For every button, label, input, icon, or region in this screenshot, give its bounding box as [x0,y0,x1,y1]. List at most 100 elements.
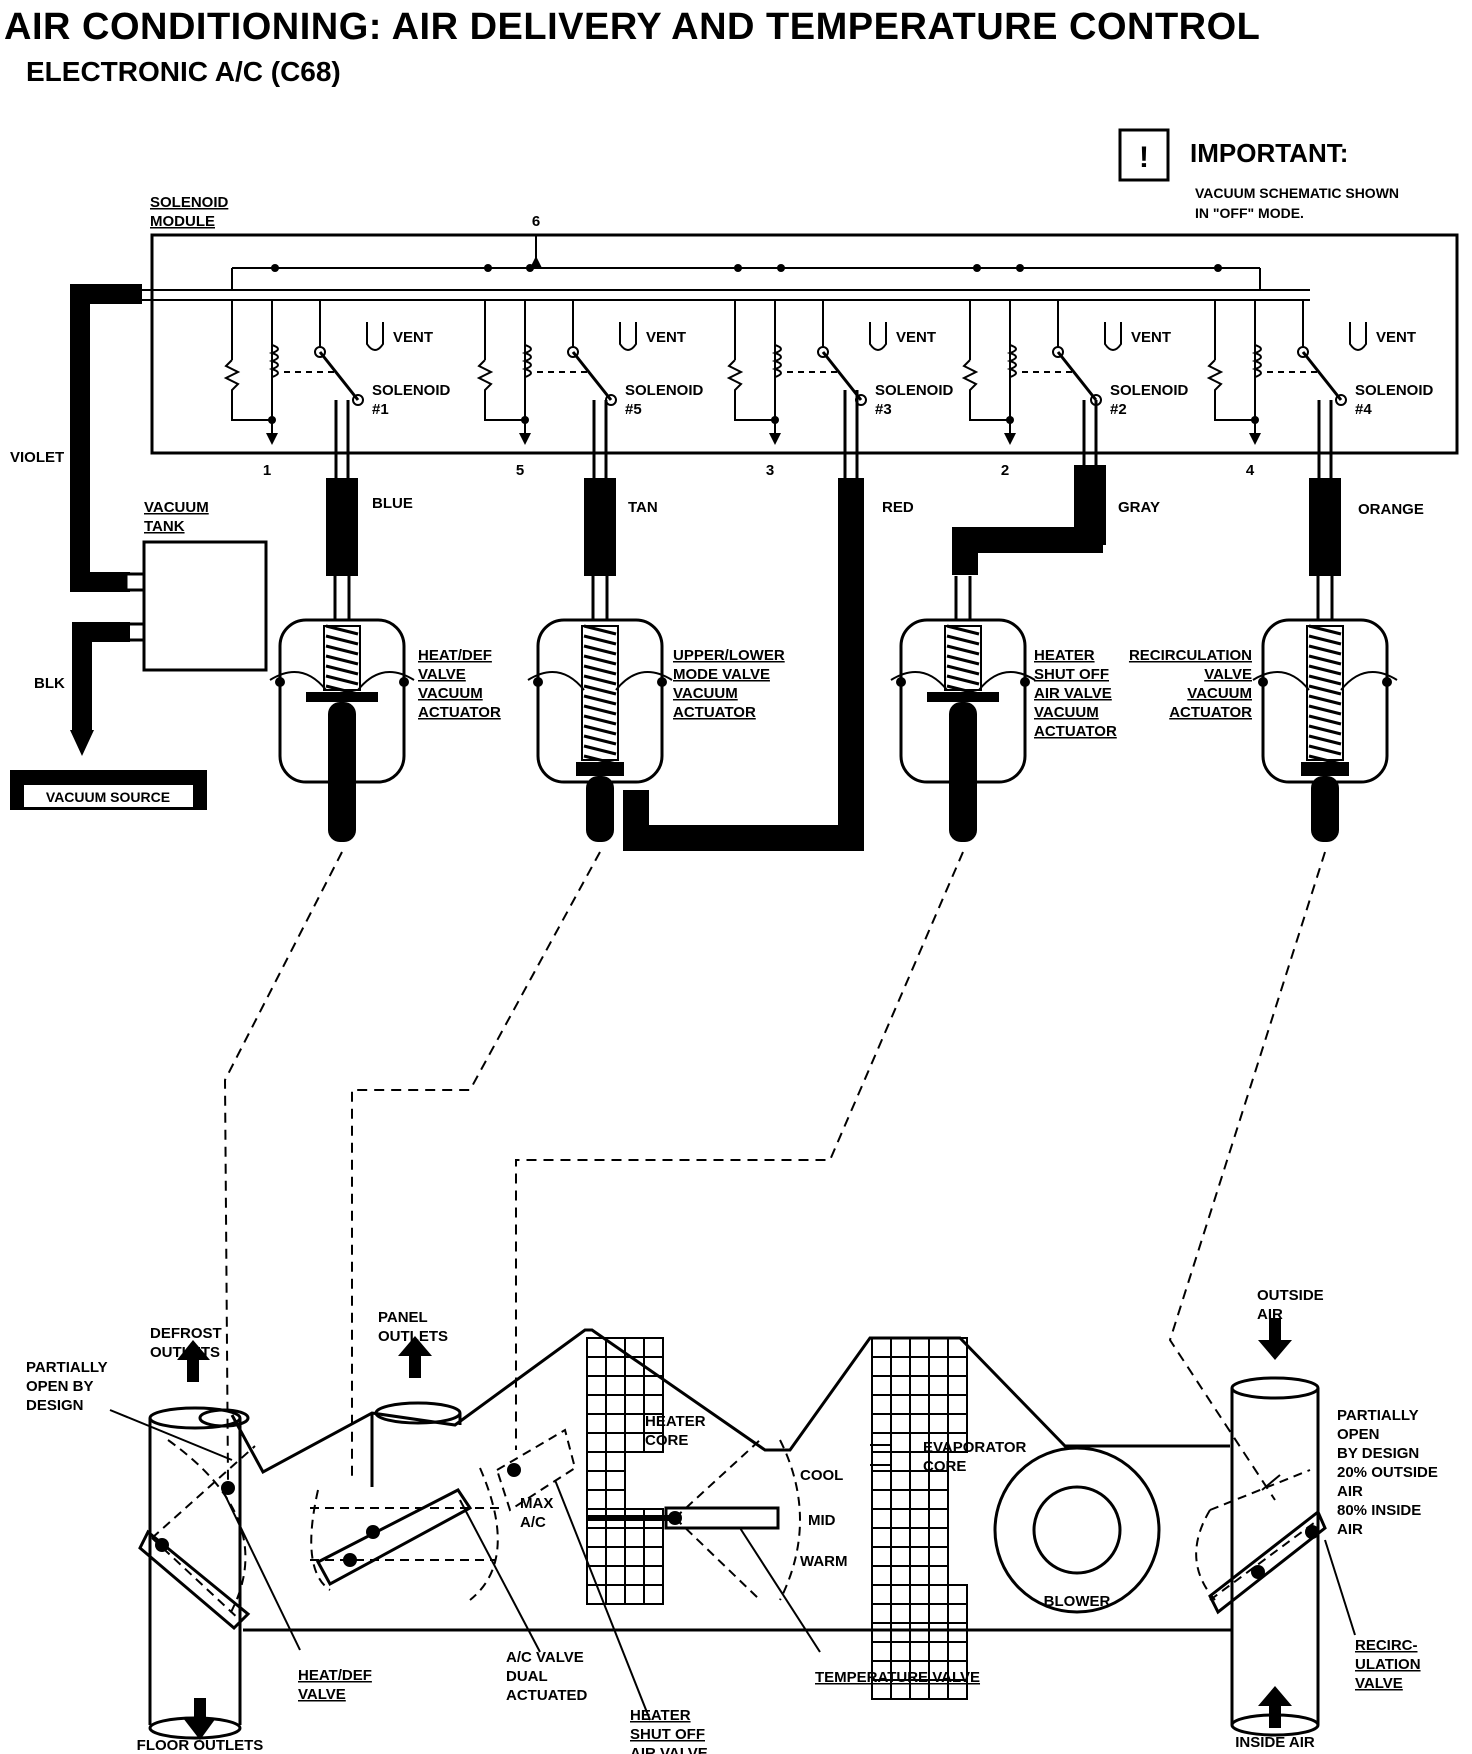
red-hose [623,390,864,851]
inside-air-label: INSIDE AIR [1235,1734,1315,1751]
ac-valve-label-2: DUAL [506,1668,548,1685]
partially-open-right-label-5: AIR [1337,1483,1363,1500]
heat-def-valve-label-2: VALVE [298,1686,346,1703]
page-title: AIR CONDITIONING: AIR DELIVERY AND TEMPE… [4,6,1261,48]
solenoid-2: VENT SOLENOID #5 5 [476,300,704,479]
inside-air-arrow-icon [1258,1686,1292,1706]
solenoid-number-2: #5 [625,401,642,418]
partially-open-right-label-2: OPEN [1337,1426,1380,1443]
outside-air-label-2: AIR [1257,1306,1283,1323]
solenoid-number-3: #3 [875,401,892,418]
vacuum-source-label: VACUUM SOURCE [46,789,170,805]
leader-lines [109,1409,1356,1721]
important-icon-glyph: ! [1139,141,1149,174]
vacuum-hoses: BLUE TAN GRAY ORANGE RED [326,400,1424,576]
upper-lower-actuator-label-1: UPPER/LOWER [673,647,785,664]
cool-label: COOL [800,1467,843,1484]
air-flow-arrows [177,1318,1292,1740]
upper-lower-actuator-label-2: MODE VALVE [673,666,770,683]
defrost-outlets-label-1: DEFROST [150,1325,222,1342]
evaporator-core-label-2: CORE [923,1458,966,1475]
recirculation-actuator-label-3: VACUUM [1187,685,1252,702]
blower-label: BLOWER [1044,1593,1111,1610]
port-label-2: 5 [516,462,524,479]
port-label-1: 1 [263,462,271,479]
hose-label-gray: GRAY [1118,499,1160,516]
recirc-valve-label-1: RECIRC- [1355,1637,1418,1654]
violet-label: VIOLET [10,449,64,466]
vent-label-2: VENT [646,329,686,346]
solenoid-label-2: SOLENOID [625,382,704,399]
panel-arrow-icon [398,1336,432,1356]
solenoid-number-5: #4 [1355,401,1372,418]
outside-air-label-1: OUTSIDE [1257,1287,1324,1304]
heater-shutoff-valve-label-2: SHUT OFF [630,1726,705,1743]
actuator-linkages [223,851,1326,1501]
floor-outlets-label: FLOOR OUTLETS [137,1737,264,1754]
blk-label: BLK [34,675,65,692]
partially-open-left-label-2: OPEN BY [26,1378,94,1395]
solenoid-module-box [150,233,1459,455]
vacuum-tank-label-2: TANK [144,518,185,535]
floor-arrow-icon [183,1718,216,1740]
outside-air-arrow-icon [1258,1340,1292,1360]
partially-open-left-label-3: DESIGN [26,1397,84,1414]
heat-def-actuator-label-1: HEAT/DEF [418,647,492,664]
heater-shutoff-actuator-label-1: HEATER [1034,647,1095,664]
recirculation-actuator [1252,576,1398,842]
important-heading: IMPORTANT: [1190,138,1348,168]
partially-open-right-label-6: 80% INSIDE [1337,1502,1421,1519]
upper-lower-actuator-label-3: VACUUM [673,685,738,702]
solenoid-label-1: SOLENOID [372,382,451,399]
mid-label: MID [808,1512,836,1529]
recirculation-actuator-label-4: ACTUATOR [1169,704,1252,721]
page-subtitle: ELECTRONIC A/C (C68) [26,56,341,87]
partially-open-right-label-3: BY DESIGN [1337,1445,1419,1462]
hose-orange: ORANGE [1309,400,1424,576]
heat-def-actuator-label-3: VACUUM [418,685,483,702]
hvac-case [138,1328,1327,1740]
vacuum-supply: VIOLET VACUUM TANK BLK VACUUM SOURCE [10,284,268,810]
heat-def-actuator-label-2: VALVE [418,666,466,683]
heat-def-valve-label-1: HEAT/DEF [298,1667,372,1684]
partially-open-right-label-7: AIR [1337,1521,1363,1538]
heater-shutoff-actuator [890,576,1036,842]
partially-open-right-label-1: PARTIALLY [1337,1407,1419,1424]
evaporator-core [871,1337,968,1700]
duct-labels: DEFROSTOUTLETSPANELOUTLETSPARTIALLYOPEN … [26,1287,1438,1754]
hose-label-blue: BLUE [372,495,413,512]
temperature-valve-label: TEMPERATURE VALVE [815,1669,980,1686]
solenoid-number-1: #1 [372,401,389,418]
hose-label-red: RED [882,499,914,516]
ac-valve-label-1: A/C VALVE [506,1649,584,1666]
vent-label-4: VENT [1131,329,1171,346]
recirculation-actuator-label-2: VALVE [1204,666,1252,683]
port-6-label: 6 [532,213,540,230]
hose-blue: BLUE [326,400,413,576]
solenoid-module-label-2: MODULE [150,213,215,230]
upper-lower-actuator [527,576,673,842]
actuators [269,576,1398,842]
partially-open-right-label-4: 20% OUTSIDE [1337,1464,1438,1481]
recirc-valve-label-2: ULATION [1355,1656,1421,1673]
solenoid-module: SOLENOID MODULE 6 VENTSOLENOID#11VENTSOL… [138,194,1459,479]
heater-shutoff-actuator-label-5: ACTUATOR [1034,723,1117,740]
gray-hose [952,470,1103,575]
heater-shutoff-actuator-label-3: AIR VALVE [1034,685,1112,702]
vacuum-tank [142,540,268,672]
heat-def-actuator [269,576,415,842]
vent-label-3: VENT [896,329,936,346]
recirc-valve-label-3: VALVE [1355,1675,1403,1692]
hose-label-tan: TAN [628,499,658,516]
actuator-labels: HEAT/DEF VALVE VACUUM ACTUATOR UPPER/LOWER MO… [418,647,1252,740]
solenoid-cells: VENTSOLENOID#11VENTSOLENOID#55VENTSOLENO… [223,264,1434,479]
evaporator-core-label-1: EVAPORATOR [923,1439,1027,1456]
solenoid-module-label-1: SOLENOID [150,194,229,211]
heater-shutoff-valve-label-3: AIR VALVE [630,1745,708,1754]
solenoid-label-4: SOLENOID [1110,382,1189,399]
warm-label: WARM [800,1553,848,1570]
